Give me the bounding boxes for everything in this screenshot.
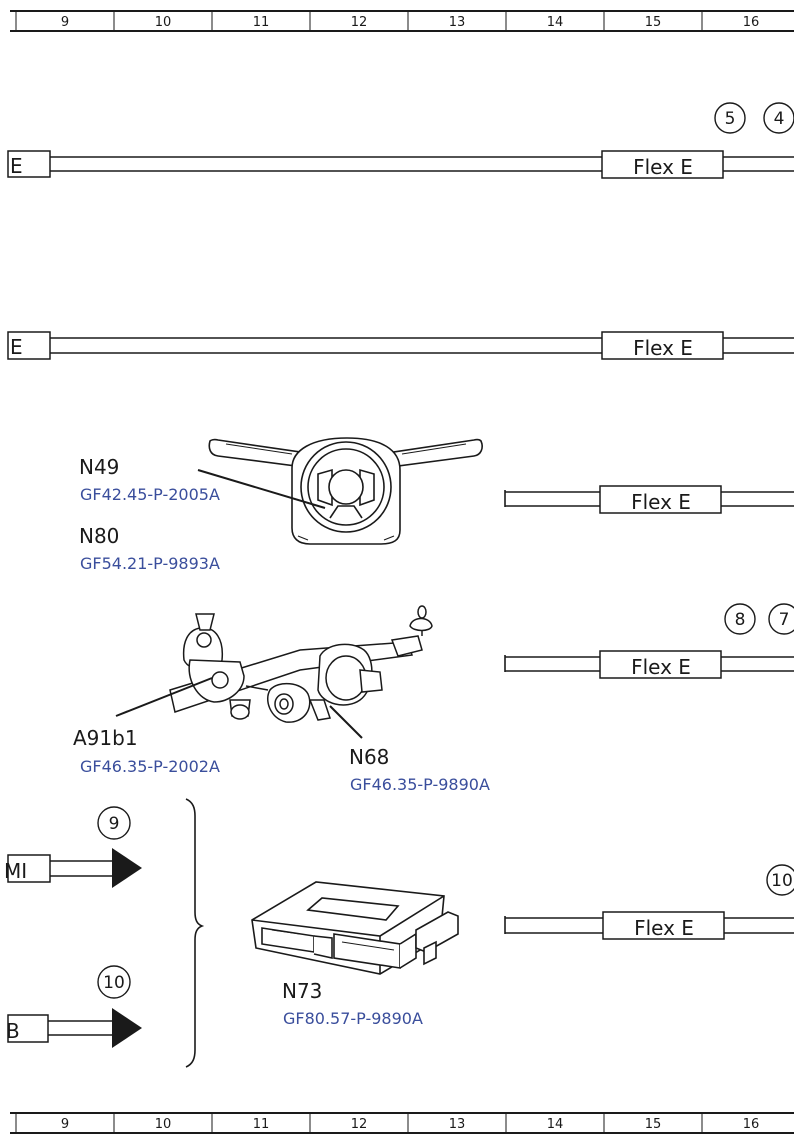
connector-label-e: E — [10, 154, 23, 178]
circle-10: 10 — [103, 973, 125, 993]
flexray-line-1: E Flex E 5 4 — [7, 102, 794, 179]
ruler-col-12: 12 — [351, 1117, 368, 1132]
circle-4: 4 — [774, 109, 785, 129]
flex-e-label: Flex E — [634, 916, 694, 940]
steering-rack-illustration — [169, 605, 433, 723]
a91b1-leader-line — [115, 677, 213, 717]
component-code-n73: N73 — [282, 979, 322, 1003]
circle-5: 5 — [725, 109, 736, 129]
bottom-ruler: 9 10 11 12 13 14 15 16 — [10, 1112, 794, 1134]
circle-8: 8 — [735, 610, 746, 630]
ruler-col-13: 13 — [449, 15, 466, 30]
ruler-col-13: 13 — [449, 1117, 466, 1132]
flexray-line-2: E Flex E — [7, 331, 794, 360]
flex-e-label: Flex E — [633, 336, 693, 360]
connector-label-e: E — [10, 335, 23, 359]
component-ref-n49[interactable]: GF42.45-P-2005A — [80, 485, 220, 504]
steering-column-module-illustration — [208, 437, 483, 545]
top-ruler: 9 10 11 12 13 14 15 16 — [10, 10, 794, 32]
ruler-col-14: 14 — [547, 15, 564, 30]
circle-9: 9 — [109, 814, 120, 834]
circle-7: 7 — [779, 610, 790, 630]
ruler-col-14: 14 — [547, 1117, 564, 1132]
component-code-n49: N49 — [79, 455, 119, 479]
control-unit-illustration — [251, 881, 459, 975]
component-code-n80: N80 — [79, 524, 119, 548]
connector-label-b: B — [6, 1019, 20, 1043]
component-code-a91b1: A91b1 — [73, 726, 138, 750]
ruler-col-11: 11 — [253, 15, 270, 30]
ruler-col-9: 9 — [61, 15, 69, 30]
ruler-col-11: 11 — [253, 1117, 270, 1132]
arrow-b: B 10 — [6, 965, 142, 1048]
flex-e-label: Flex E — [631, 490, 691, 514]
flex-e-label: Flex E — [633, 155, 693, 179]
flexray-line-3: Flex E — [504, 485, 794, 514]
component-ref-a91b1[interactable]: GF46.35-P-2002A — [80, 757, 220, 776]
component-code-n68: N68 — [349, 745, 389, 769]
ruler-col-10: 10 — [155, 1117, 172, 1132]
ruler-col-15: 15 — [645, 15, 662, 30]
component-ref-n73[interactable]: GF80.57-P-9890A — [283, 1009, 423, 1028]
component-ref-n68[interactable]: GF46.35-P-9890A — [350, 775, 490, 794]
ruler-col-10: 10 — [155, 15, 172, 30]
ruler-col-9: 9 — [61, 1117, 69, 1132]
ruler-col-15: 15 — [645, 1117, 662, 1132]
flex-e-label: Flex E — [631, 655, 691, 679]
ruler-col-16: 16 — [743, 1117, 760, 1132]
n49-leader-line — [197, 469, 326, 509]
flexray-line-4: Flex E 8 7 — [504, 603, 794, 679]
n68-leader-line — [329, 705, 363, 739]
circle-10: 10 — [771, 871, 793, 891]
connector-label-mi: MI — [4, 859, 27, 883]
arrow-mi: MI 9 — [4, 806, 142, 888]
ruler-col-16: 16 — [743, 15, 760, 30]
grouping-brace — [185, 798, 205, 1068]
flexray-line-5: Flex E 10 — [504, 864, 794, 940]
component-ref-n80[interactable]: GF54.21-P-9893A — [80, 554, 220, 573]
ruler-col-12: 12 — [351, 15, 368, 30]
